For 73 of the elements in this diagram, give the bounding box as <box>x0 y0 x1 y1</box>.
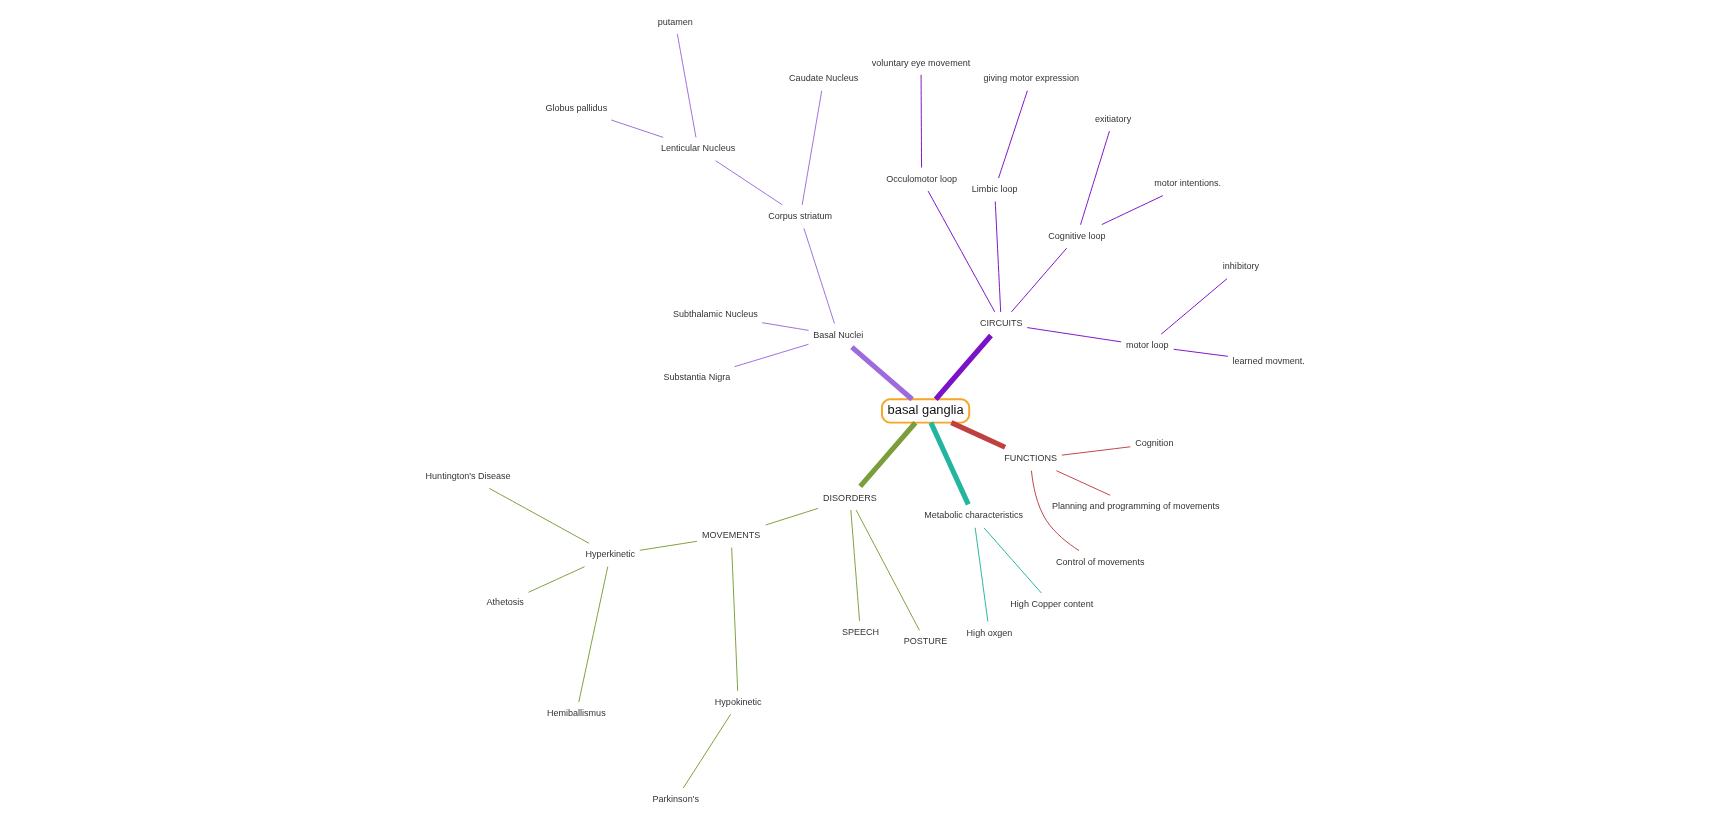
node-text: giving motor expression <box>983 73 1079 84</box>
node-text: Occulomotor loop <box>885 173 957 184</box>
node-text: Hypokinetic <box>714 696 762 707</box>
connector <box>1055 470 1111 496</box>
connector <box>849 509 860 622</box>
node-text: POSTURE <box>903 636 947 647</box>
connector <box>761 322 809 331</box>
connector <box>733 343 809 368</box>
connector <box>676 33 696 138</box>
node-text: FUNCTIONS <box>1003 453 1057 464</box>
node-text: High oxgen <box>966 627 1012 638</box>
node-text: motor intentions. <box>1153 178 1221 189</box>
connector <box>764 507 819 526</box>
node-text: Basal Nuclei <box>812 329 863 340</box>
connector <box>927 190 995 313</box>
connector <box>714 160 783 206</box>
node-text: learned movment. <box>1232 356 1305 367</box>
node-text: Hyperkinetic <box>584 549 635 560</box>
node-text: Planning and programming of movements <box>1051 501 1220 512</box>
node-text: Globus pallidus <box>544 102 607 113</box>
connector <box>1160 278 1228 335</box>
node-text: SPEECH <box>841 627 879 638</box>
connector <box>983 527 1042 594</box>
node-text: inhibitory <box>1222 261 1259 272</box>
node-text: Metabolic characteristics <box>923 510 1023 521</box>
connector <box>949 420 1006 450</box>
node-text: Cognition <box>1134 438 1173 449</box>
node-text: CIRCUITS <box>979 318 1023 329</box>
connector <box>488 487 589 544</box>
connector <box>801 90 822 206</box>
node-text: Control of movements <box>1055 556 1144 567</box>
connector <box>1030 470 1080 552</box>
node-text: motor loop <box>1125 340 1169 351</box>
node-text: voluntary eye movement <box>871 57 970 68</box>
node-text: Parkinson's <box>652 794 699 805</box>
connector <box>928 421 971 506</box>
node-text: Corpus striatum <box>767 211 832 222</box>
connector <box>933 333 993 401</box>
connector <box>849 345 914 402</box>
connector <box>1060 446 1131 456</box>
connector <box>1100 195 1163 226</box>
node-text: Hemiballismus <box>546 708 606 719</box>
node-text: Limbic loop <box>971 184 1018 195</box>
connector <box>997 90 1028 179</box>
node-text: Substantia Nigra <box>662 372 730 383</box>
node-text: Subthalamic Nucleus <box>672 309 758 320</box>
node-text: Lenticular Nucleus <box>660 143 735 154</box>
node-text: High Copper content <box>1009 599 1093 610</box>
node-text: Huntington's Disease <box>425 471 511 482</box>
connector <box>1172 348 1228 357</box>
connector <box>577 566 608 703</box>
connector <box>730 547 738 692</box>
connector <box>638 540 697 551</box>
connector <box>1026 327 1122 343</box>
node-text: Caudate Nucleus <box>788 73 858 84</box>
connector <box>527 566 585 593</box>
connector <box>994 201 1001 313</box>
connector <box>1079 130 1110 226</box>
connector <box>682 713 731 789</box>
node-box: basal ganglia <box>880 398 970 424</box>
connector <box>974 527 988 622</box>
node-text: putamen <box>657 16 693 27</box>
node-text: exitiatory <box>1094 113 1131 124</box>
node-text: MOVEMENTS <box>701 530 760 541</box>
node-text: DISORDERS <box>822 492 877 503</box>
connector <box>855 509 920 631</box>
connector <box>802 227 835 324</box>
node-text: Athetosis <box>486 597 524 608</box>
connector <box>857 421 917 489</box>
connector <box>1010 247 1067 313</box>
node-text: Cognitive loop <box>1047 230 1106 241</box>
connector <box>920 74 922 168</box>
connector <box>610 119 664 138</box>
